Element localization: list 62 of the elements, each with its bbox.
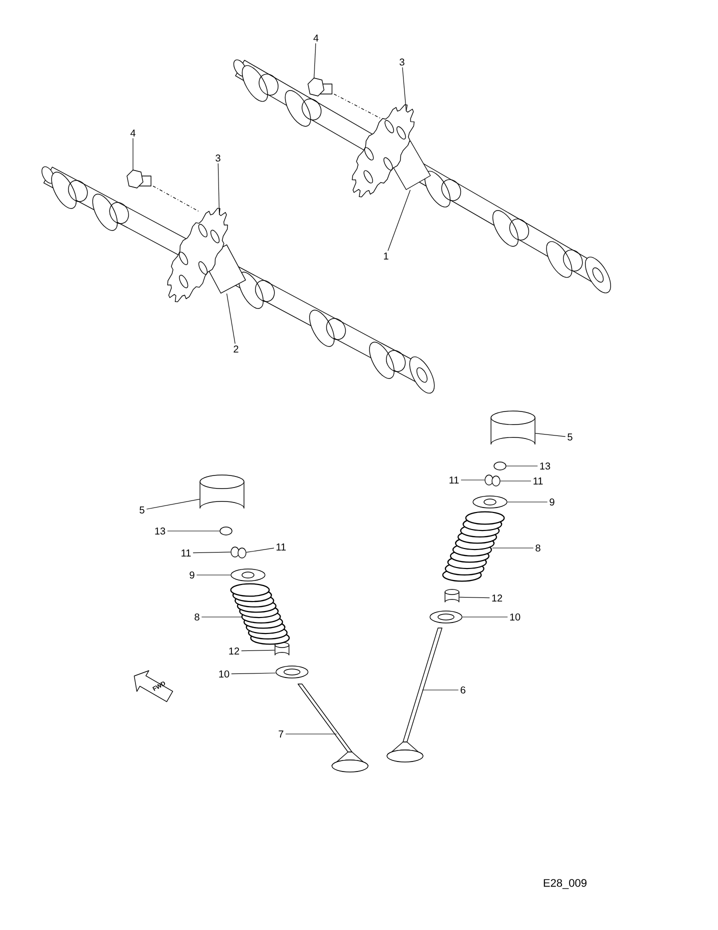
callout-number: 12 xyxy=(492,594,502,602)
callout-number: 13 xyxy=(540,462,550,470)
callout-number: 13 xyxy=(155,527,166,535)
valve-seat-drawing xyxy=(430,610,462,624)
bolt-drawing xyxy=(126,170,200,212)
callout-number: 9 xyxy=(550,498,554,506)
callout-number: 1 xyxy=(384,252,388,260)
callout-number: 10 xyxy=(219,670,230,678)
retainer-drawing xyxy=(230,568,266,582)
callout-number: 8 xyxy=(194,613,200,621)
callout-number: 2 xyxy=(234,346,238,352)
spring-drawing xyxy=(230,583,290,645)
leader-line xyxy=(535,433,566,437)
retainer-drawing xyxy=(472,496,508,508)
valve-drawing xyxy=(298,684,368,772)
callout-number: 11 xyxy=(450,476,459,484)
shim-drawing xyxy=(494,462,506,470)
spring-drawing xyxy=(442,511,505,582)
cotter-drawing xyxy=(484,474,494,486)
callout-number: 11 xyxy=(182,550,191,556)
callout-number: 5 xyxy=(568,434,572,440)
leader-line xyxy=(132,138,134,171)
callout-number: 5 xyxy=(140,506,144,514)
callout-number: 3 xyxy=(400,58,404,66)
leader-line xyxy=(459,596,490,598)
tappet-drawing xyxy=(490,410,536,445)
callout-number: 4 xyxy=(130,130,136,136)
callout-number: 10 xyxy=(510,613,520,621)
callout-number: 9 xyxy=(190,571,194,579)
valve-seal-drawing xyxy=(444,589,460,602)
leader-line xyxy=(241,650,275,652)
leader-line xyxy=(192,552,231,554)
leader-line xyxy=(201,616,243,618)
bolt-drawing xyxy=(308,78,380,118)
valve-drawing xyxy=(386,628,442,762)
shim-drawing xyxy=(220,526,232,536)
callout-number: 12 xyxy=(229,648,240,654)
valve-seat-drawing xyxy=(276,666,308,678)
cotter-drawing xyxy=(238,548,246,558)
leader-line xyxy=(314,43,316,79)
cotter-drawing xyxy=(492,476,500,486)
leader-line xyxy=(500,480,532,482)
callout-number: 4 xyxy=(313,34,318,42)
leader-line xyxy=(167,530,220,532)
callout-number: 11 xyxy=(276,544,286,550)
leader-line xyxy=(196,574,231,576)
leader-line xyxy=(218,163,220,214)
leader-line xyxy=(402,67,406,111)
leader-line xyxy=(246,548,274,553)
callout-number: 3 xyxy=(216,154,220,162)
figure-code: E28_009 xyxy=(544,879,586,889)
callout-number: 11 xyxy=(534,478,543,484)
tappet-drawing xyxy=(200,474,244,509)
leader-line xyxy=(388,190,411,252)
leader-line xyxy=(146,498,200,510)
callout-number: 8 xyxy=(536,544,540,552)
leader-line xyxy=(226,293,236,344)
callout-number: 6 xyxy=(460,686,466,694)
leader-line xyxy=(231,672,276,674)
callout-number: 7 xyxy=(278,730,284,738)
leader-line xyxy=(462,616,508,618)
cotter-drawing xyxy=(230,546,240,558)
